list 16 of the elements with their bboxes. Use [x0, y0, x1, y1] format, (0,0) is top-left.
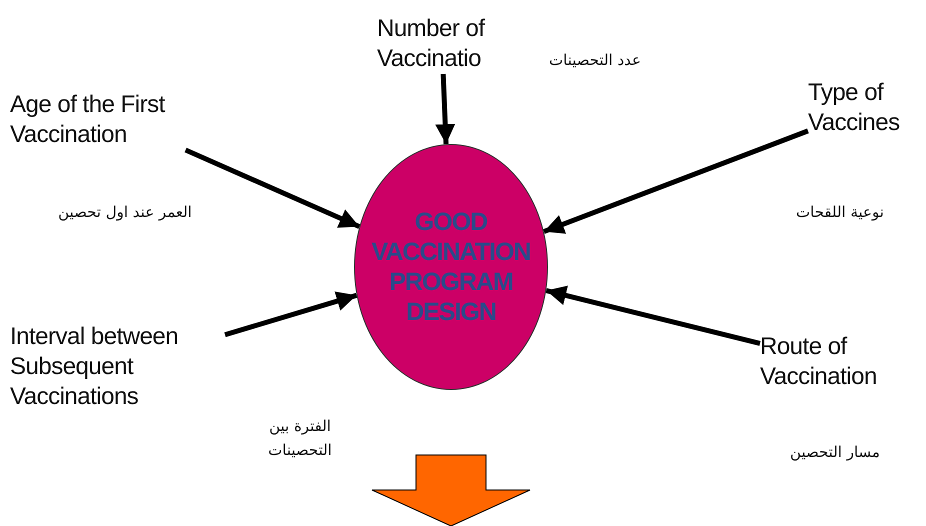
- arabic-text: الفترة بين التحصينات: [267, 416, 333, 461]
- arabic-text: مسار التحصين: [789, 442, 881, 463]
- arabic-text: العمر عند اول تحصين: [57, 202, 193, 223]
- label-text: Route of Vaccination: [760, 332, 910, 392]
- arrow: [184, 148, 360, 229]
- label-text: Interval between Subsequent Vaccinations: [10, 322, 225, 412]
- arrow: [435, 74, 456, 144]
- arrow: [543, 128, 809, 234]
- label-text: Type of Vaccines: [808, 78, 926, 138]
- arrow: [224, 291, 358, 338]
- label-text: Number of Vaccinatio: [377, 14, 507, 74]
- arabic-text: نوعية اللقحات: [795, 202, 885, 223]
- arabic-text: عدد التحصينات: [548, 50, 642, 71]
- ellipse-node: GOOD VACCINATION PROGRAM DESIGN: [354, 144, 548, 390]
- arrow: [546, 286, 761, 346]
- label-text: Age of the First Vaccination: [10, 90, 225, 150]
